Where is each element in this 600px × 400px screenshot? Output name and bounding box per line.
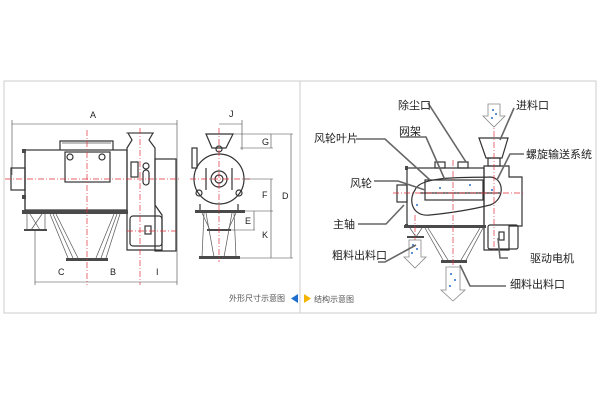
callout-impeller-blade: 风轮叶片 (314, 131, 358, 145)
caption-structure-drawing: 结构示意图 (314, 294, 354, 304)
callout-impeller: 风轮 (350, 176, 372, 190)
dim-label-j: J (229, 109, 234, 119)
callout-screw-conveyor: 螺旋输送系统 (526, 147, 592, 161)
callout-fine-outlet: 细料出料口 (510, 277, 565, 291)
structure-callouts: 除尘口 进料口 风轮叶片 网架 螺旋输送系统 风轮 主轴 粗料出料口 驱动电机 … (314, 98, 592, 291)
dim-label-b: B (110, 267, 116, 277)
caption-marker-right (304, 294, 311, 303)
dim-label-f: F (262, 190, 268, 200)
caption-dimension-drawing: 外形尺寸示意图 (229, 293, 285, 303)
callout-dust-outlet: 除尘口 (398, 98, 431, 112)
dim-label-c: C (58, 267, 65, 277)
feed-arrow-icon (482, 103, 506, 128)
structure-view (356, 102, 525, 302)
callout-feed-inlet: 进料口 (516, 98, 549, 112)
dim-label-d: D (282, 191, 289, 201)
side-view: J G F E K D (190, 109, 293, 262)
dim-label-i: I (156, 267, 159, 277)
callout-main-shaft: 主轴 (333, 217, 355, 231)
front-view: A C B I (5, 110, 180, 285)
dim-label-e: E (245, 216, 251, 226)
dim-label-k: K (262, 230, 268, 240)
callout-coarse-outlet: 粗料出料口 (332, 248, 387, 262)
dim-label-a: A (90, 110, 96, 120)
dim-label-g: G (262, 137, 269, 147)
callout-drive-motor: 驱动电机 (530, 251, 574, 265)
caption-marker-left (291, 294, 298, 303)
callout-screen-frame: 网架 (399, 125, 421, 138)
coarse-arrow-icon (403, 239, 427, 269)
fine-arrow-icon (439, 266, 467, 302)
